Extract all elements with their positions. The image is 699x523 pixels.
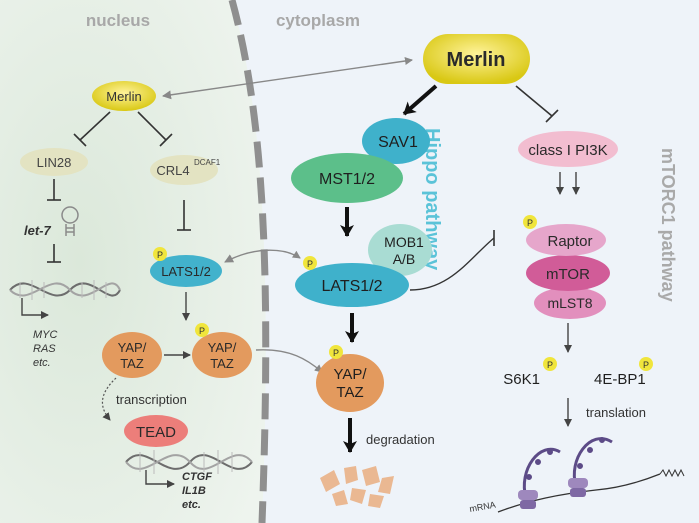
mst12-node [291, 153, 403, 203]
mlst8-node [534, 287, 606, 319]
phospho-badge [543, 357, 557, 371]
phospho-badge [303, 256, 317, 270]
lats-nucleus-node [150, 255, 222, 287]
nuclear-envelope [228, 0, 270, 523]
lats-cytoplasm-node [295, 263, 409, 307]
dna-helix-icon [9, 280, 121, 300]
nucleus-label: nucleus [86, 11, 150, 30]
raptor-node [526, 224, 606, 256]
svg-text:P: P [643, 360, 649, 370]
lats-shuttle-arrow [224, 249, 301, 263]
degradation-label: degradation [366, 432, 435, 447]
merlin-inhibits-pi3k [515, 85, 553, 117]
ras-label: RAS [33, 343, 56, 355]
4ebp1-label: 4E-BP1 [594, 371, 646, 388]
merlin-activates-hippo-arrow [402, 84, 438, 116]
hippo-pathway-label: Hippo pathway [421, 128, 443, 271]
sav1-label: SAV1 [378, 134, 418, 151]
svg-text:TAZ: TAZ [336, 384, 363, 401]
ctgf-label: CTGF [182, 471, 212, 483]
transcription-arrow-2 [145, 470, 175, 488]
tead-label: TEAD [136, 424, 176, 441]
crl4-label: CRL4 [156, 163, 189, 178]
nucleus-region [0, 0, 266, 523]
svg-text:YAP/: YAP/ [118, 340, 147, 355]
yap-taz-nucleus-phospho-node [192, 332, 252, 378]
transcription-dotted-arrow [101, 377, 117, 421]
crl4-node [150, 155, 218, 185]
phospho-badge [639, 357, 653, 371]
lats-cytoplasm-label: LATS1/2 [321, 278, 382, 295]
let7-hairpin-icon [61, 206, 79, 236]
mtor-label: mTOR [546, 266, 590, 283]
etc-label-1: etc. [33, 357, 51, 369]
mob1-label: MOB1 [384, 234, 424, 250]
sav1-node [362, 118, 430, 164]
merlin-cytoplasm-node [423, 34, 530, 84]
merlin-nucleus-label: Merlin [106, 89, 141, 104]
svg-text:A/B: A/B [393, 251, 416, 267]
svg-text:P: P [157, 250, 163, 260]
raptor-label: Raptor [547, 233, 592, 250]
crl4-dcaf1-superscript: DCAF1 [194, 158, 221, 167]
degraded-fragments-icon [320, 466, 394, 508]
yap-taz-nucleus-unphospho-node [102, 332, 162, 378]
merlin-inhibits-lin28 [79, 111, 111, 141]
mtor-node [526, 255, 610, 291]
mrna-ribosome-icon [497, 437, 685, 513]
myc-label: MYC [33, 329, 58, 341]
let7-label: let-7 [24, 223, 52, 238]
phospho-badge [523, 215, 537, 229]
yap-export-arrow [255, 349, 323, 373]
lin28-label: LIN28 [37, 155, 72, 170]
pi3k-node [518, 131, 618, 167]
yap-taz-cytoplasm-node [316, 354, 384, 412]
svg-text:YAP/: YAP/ [333, 366, 367, 383]
svg-text:YAP/: YAP/ [208, 340, 237, 355]
svg-text:P: P [547, 360, 553, 370]
dna-helix-icon [125, 450, 253, 474]
svg-text:P: P [307, 259, 313, 269]
svg-text:P: P [333, 348, 339, 358]
svg-text:TAZ: TAZ [210, 356, 234, 371]
pi3k-label: class I PI3K [528, 142, 607, 159]
mrna-label: mRNA [469, 500, 497, 514]
mlst8-label: mLST8 [547, 295, 592, 311]
merlin-inhibits-crl4 [137, 111, 167, 141]
mob1-node [368, 224, 432, 276]
il1b-label: IL1B [182, 485, 206, 497]
phospho-badge [195, 323, 209, 337]
cytoplasm-label: cytoplasm [276, 11, 360, 30]
translation-label: translation [586, 405, 646, 420]
merlin-nucleus-node [92, 81, 156, 111]
svg-text:P: P [199, 326, 205, 336]
mtorc1-pathway-label: mTORC1 pathway [658, 148, 678, 302]
transcription-arrow-1 [21, 298, 49, 319]
merlin-shuttle-arrow [162, 57, 413, 100]
lats-nucleus-label: LATS1/2 [161, 264, 211, 279]
lats-inhibits-raptor [409, 237, 495, 291]
etc-label-2: etc. [182, 499, 201, 511]
transcription-label: transcription [116, 392, 187, 407]
tead-node [124, 415, 188, 447]
merlin-cytoplasm-label: Merlin [447, 49, 506, 71]
svg-text:P: P [527, 218, 533, 228]
mst12-label: MST1/2 [319, 171, 375, 188]
s6k1-label: S6K1 [503, 371, 540, 388]
svg-text:TAZ: TAZ [120, 356, 144, 371]
lin28-node [20, 148, 88, 176]
phospho-badge [329, 345, 343, 359]
phospho-badge [153, 247, 167, 261]
